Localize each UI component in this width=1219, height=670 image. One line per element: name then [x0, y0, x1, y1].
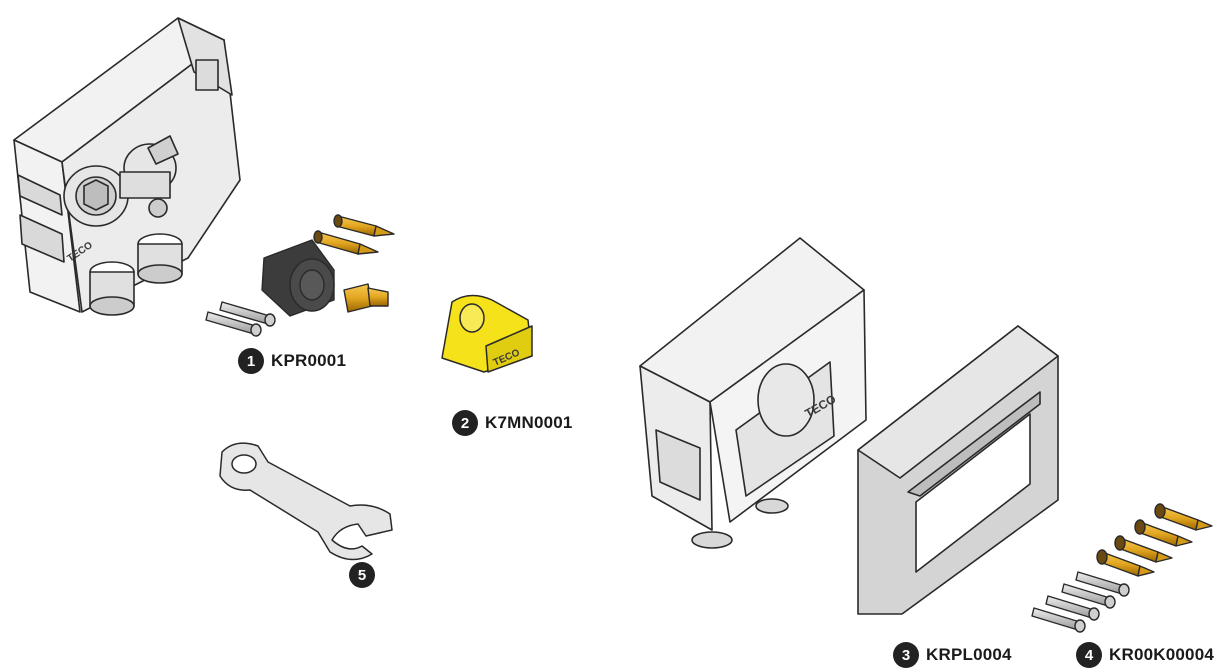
part-code: KRPL0004: [926, 645, 1012, 664]
part-code: K7MN0001: [485, 413, 573, 432]
part-4-pins-and-screws: [1031, 503, 1213, 633]
part-2-yellow-cap: [441, 294, 533, 373]
pipe-stubs: [89, 233, 183, 316]
part-3-label: 3 KRPL0004: [893, 642, 1012, 668]
part-number-badge: 3: [893, 642, 919, 668]
part-code: KPR0001: [271, 351, 347, 370]
right-housing: [639, 237, 867, 549]
left-housing: [13, 17, 241, 316]
part-5-wrench: [219, 442, 393, 561]
screws-pair: [205, 301, 276, 337]
part-1-label: 1 KPR0001: [238, 348, 346, 374]
part-code: KR00K00004: [1109, 645, 1215, 664]
brass-pins-set: [1096, 503, 1213, 577]
part-3-cover-frame: [857, 325, 1059, 615]
part-2-label: 2 K7MN0001: [452, 410, 573, 436]
part-4-label: 4 KR00K00004: [1076, 642, 1214, 668]
valve-body: [63, 135, 179, 227]
part-number-badge: 5: [349, 562, 375, 588]
part-number-badge: 1: [238, 348, 264, 374]
brass-test-pins: [313, 214, 395, 255]
part-number-badge: 2: [452, 410, 478, 436]
part-5-label: 5: [349, 562, 375, 588]
brass-fitting: [343, 283, 389, 313]
part-number-badge: 4: [1076, 642, 1102, 668]
screws-set: [1031, 571, 1130, 633]
part-1-kit: [205, 214, 395, 337]
dark-cylinder-plug: [261, 239, 335, 317]
